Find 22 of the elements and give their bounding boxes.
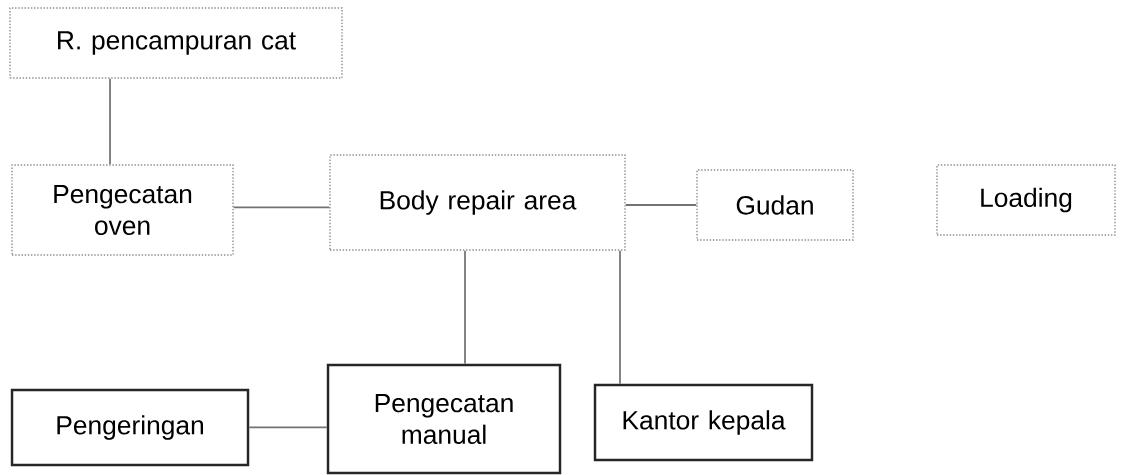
area-box — [696, 169, 854, 241]
box-label: Kantor kepala — [623, 410, 786, 435]
connector-line — [619, 249, 621, 385]
connector-line — [464, 249, 466, 365]
connector-line — [109, 77, 111, 166]
box-label: R. pencampuran cat — [58, 31, 296, 55]
area-box — [326, 363, 562, 475]
connector-line — [248, 426, 328, 429]
box-label: Loading — [981, 187, 1072, 213]
area-box — [10, 388, 250, 467]
box-label: Pengecatan oven — [54, 185, 192, 235]
area-box — [329, 154, 626, 251]
box-label: Pengecatan manual — [375, 394, 513, 444]
box-label: Pengeringan — [57, 415, 203, 440]
box-label: Gudan — [736, 195, 813, 215]
area-box — [11, 164, 234, 256]
area-box — [593, 383, 814, 462]
connector-line — [232, 206, 331, 209]
connector-line — [624, 204, 698, 206]
area-box — [936, 164, 1116, 236]
box-label: Body repair area — [380, 190, 577, 215]
area-box — [9, 7, 343, 79]
